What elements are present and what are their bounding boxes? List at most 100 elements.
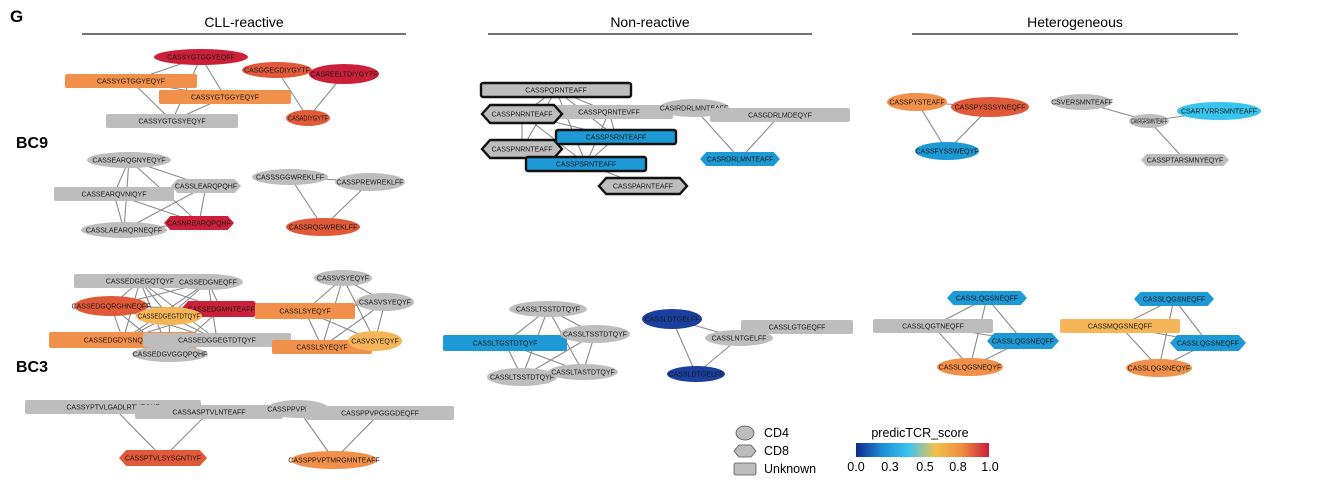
row-label-bc9: BC9	[16, 135, 48, 152]
node-label: CASSEARQVNIQYF	[82, 192, 147, 199]
node-hexagon	[987, 333, 1059, 349]
tcr-node: CASSPNRNTEAFF	[480, 103, 564, 125]
row-label-bc3: BC3	[16, 359, 48, 376]
tcr-node: CASSVSYEQYF	[314, 270, 372, 286]
node-label: CASSEDGQRGHNEQFF	[72, 304, 151, 311]
node-ellipse	[560, 325, 630, 343]
node-rect	[524, 155, 648, 173]
node-ellipse	[74, 296, 148, 316]
row-labels: BC9 BC3	[16, 135, 48, 376]
node-label: CASSLSYEQYF	[279, 309, 330, 316]
tcr-node: CSVERSMNTEAFF	[1051, 94, 1113, 110]
column-title-heterogeneous: Heterogeneous	[1027, 14, 1123, 30]
tcr-node: CASSLQGSNEQFF	[1134, 292, 1214, 306]
tcr-node: CASSLQGSNEQFF	[987, 333, 1059, 349]
tcr-node: CASNREARQPQHF	[164, 216, 234, 230]
tcr-node: CASSPSRNTEAFF	[524, 155, 648, 173]
tcr-node: CASSPPVPGGGDEQFF	[306, 406, 454, 420]
node-rect	[443, 335, 567, 351]
node-ellipse	[309, 64, 379, 84]
node-ellipse	[132, 346, 208, 362]
node-ellipse	[937, 358, 1003, 376]
tcr-node: CSARTVRRSMNTEAFF	[1177, 102, 1261, 120]
node-label: CASSPREWREKLFF	[337, 180, 404, 187]
node-label: CASSLQGSNEQYF	[939, 365, 1002, 372]
node-rect	[1060, 319, 1180, 333]
tcr-node: CASSLTSSTDTQYF	[560, 325, 630, 343]
node-ellipse	[667, 366, 725, 382]
node-label: CASSYGTGSYEQYF	[138, 119, 205, 126]
node-label: CASSLSYEQYF	[296, 345, 347, 352]
node-ellipse	[487, 368, 557, 386]
tcr-node: CASSPTARSMNYEQYF	[1141, 154, 1229, 166]
node-label: CASSLTGSTDTQYF	[473, 341, 538, 348]
node-label: CASSEDGNEQFF	[179, 280, 237, 287]
node-label: CASSLTSSTDTQYF	[563, 332, 627, 339]
colorbar-tick-label: 0.0	[847, 460, 864, 474]
node-rect	[135, 405, 283, 419]
node-label: CASSEARQGNYEQYF	[92, 158, 165, 165]
tcr-node: CASSEDGVGGQPQHF	[132, 346, 208, 362]
node-label: CSARTVRRSMNTEAFF	[1181, 109, 1257, 116]
node-label: CASREELTDIYGYTF	[311, 72, 378, 79]
tcr-node: CAVRGRSMNTEAFF	[1129, 114, 1169, 128]
node-label: CASSLTASTDTQYF	[551, 370, 615, 377]
node-hexagon	[480, 103, 564, 125]
node-label: CASSLTSSTDTQYF	[516, 307, 580, 314]
tcr-node: CASSLQGSNEQFF	[1170, 335, 1246, 351]
node-rect	[272, 340, 372, 354]
tcr-node: CASSLQGSNEQYF	[1126, 359, 1192, 377]
tcr-node: CASSLQGSNEQYF	[937, 358, 1003, 376]
tcr-node: CASSPYSTEAFF	[887, 93, 947, 111]
node-rect	[554, 128, 678, 146]
node-label: CASSPTARSMNYEQYF	[1147, 158, 1224, 165]
tcr-node: CASSLTGSTDTQYF	[443, 335, 567, 351]
network-bc9-het-1: CASSPYSTEAFF CASSPYSSSYNEQFF CASSFYSSWEQYF	[887, 93, 1029, 160]
node-label: CASSPPVPTMRGMNTEAFF	[288, 458, 379, 465]
node-rect	[65, 74, 197, 88]
node-ellipse	[335, 173, 405, 191]
tcr-node: CASSPARNTEAFF	[597, 176, 689, 196]
column-title-cll-reactive: CLL-reactive	[204, 14, 284, 30]
node-hexagon	[164, 216, 234, 230]
network-bc3-non-2: CASSLDTGELFFCASSLNTGELFFCASSLGTGEQFFCASS…	[642, 309, 853, 382]
tcr-node: CASSEDGGEGTDTQYF	[143, 333, 291, 347]
tcr-node: CASREELTDIYGYTF	[309, 64, 379, 84]
network-bc9-non-1: CASSPQRNTEAFFCASSPQRNTEVFFCASSPNRNTEAFFC…	[479, 81, 689, 196]
node-ellipse	[548, 364, 618, 380]
node-label: CASSEDGEGTDTQYF	[138, 314, 200, 321]
node-label: CASSLTSSTDTQYF	[490, 375, 554, 382]
tcr-node: CASSLEARQPQHF	[171, 179, 241, 193]
node-ellipse	[509, 301, 587, 317]
tcr-node: CASSPSRNTEAFF	[554, 128, 678, 146]
node-ellipse	[286, 218, 360, 236]
tcr-node: CASSEARQGNYEQYF	[87, 152, 171, 168]
node-label: CASSPSRNTEAFF	[586, 135, 647, 142]
tcr-node: CASSLTSSTDTQYF	[509, 301, 587, 317]
node-ellipse	[356, 293, 414, 311]
legend-hexagon-swatch	[733, 444, 757, 458]
node-ellipse	[136, 307, 202, 325]
tcr-node: CASSLSYEQYF	[272, 340, 372, 354]
network-bc3-non-1: CASSLTSSTDTQYF CASSLTGSTDTQYF CASSLTSSTDTQ…	[443, 301, 630, 386]
node-label: CASSPYSSSYNEQFF	[955, 105, 1026, 112]
tcr-node: CASSEARQVNIQYF	[54, 187, 174, 201]
node-label: CASADIYGYTF	[288, 116, 328, 123]
tcr-node: CASSEDGEGQTQYF	[74, 274, 206, 288]
node-label: CASSEDGGEGTDTQYF	[178, 338, 256, 345]
node-ellipse	[286, 110, 330, 126]
node-ellipse	[173, 274, 243, 290]
node-hexagon	[119, 450, 207, 466]
node-ellipse	[887, 93, 947, 111]
network-edge	[342, 277, 376, 342]
tcr-node: CASSLSYEQYF	[255, 303, 355, 319]
node-label: CASSLAEARQRNEQFF	[86, 228, 162, 235]
legend-label-unknown: Unknown	[764, 462, 816, 476]
node-label: CASSPQRNTEAFF	[525, 88, 586, 95]
node-hexagon	[1141, 154, 1229, 166]
node-label: CASSFYSSWEQYF	[915, 149, 978, 156]
node-rect	[159, 90, 291, 104]
